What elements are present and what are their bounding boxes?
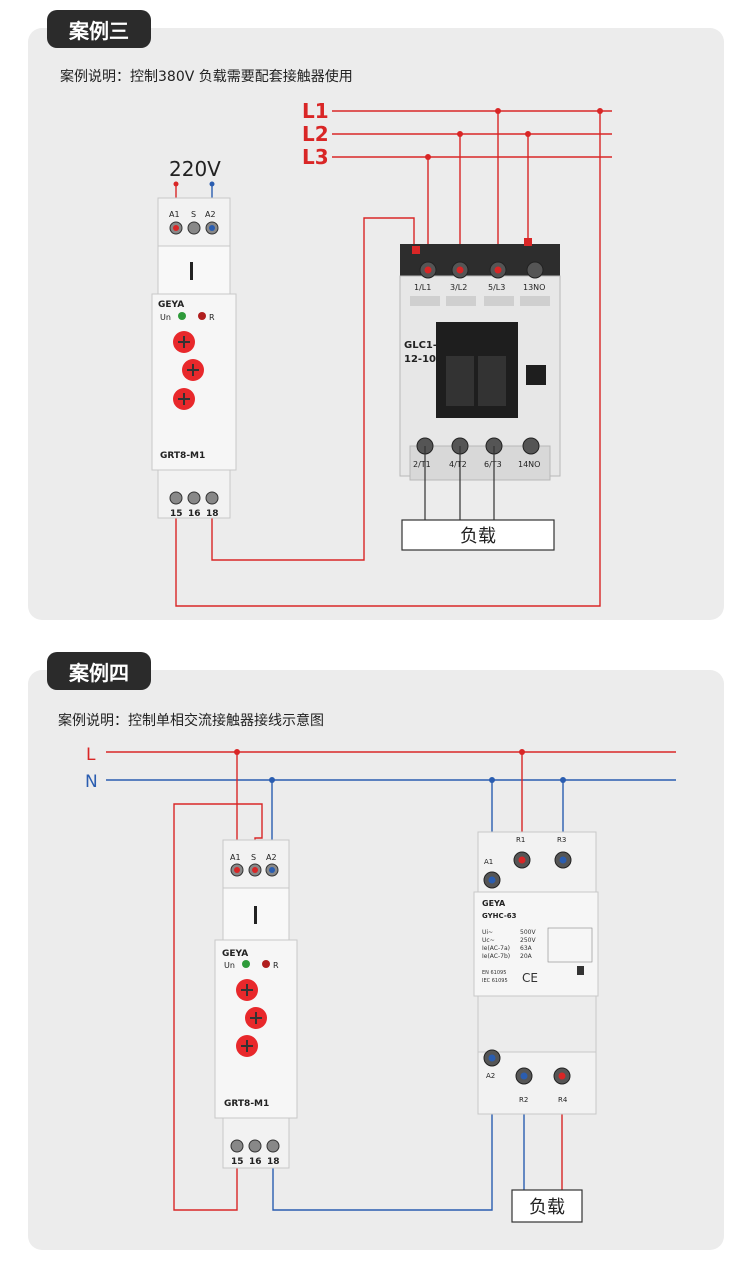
case3-ct-model-1: GLC1- bbox=[404, 340, 437, 351]
case3-line-l3: L3 bbox=[302, 145, 329, 169]
case3-range-dial[interactable] bbox=[173, 331, 195, 353]
case3-ct-term-14no: 14NO bbox=[518, 460, 540, 469]
case3-relay-term-a2: A2 bbox=[205, 210, 216, 219]
case3-relay-brand: GEYA bbox=[158, 300, 184, 310]
case3-relay-un: Un bbox=[160, 313, 171, 322]
case3-relay-term-a1: A1 bbox=[169, 210, 180, 219]
case3-card bbox=[28, 28, 724, 620]
case3-ct-term-3l2: 3/L2 bbox=[450, 283, 467, 292]
case3-voltage: 220V bbox=[169, 157, 221, 181]
case3-timer-relay: A1 S A2 GEYA Un R GRT8-M1 15 16 18 bbox=[151, 197, 237, 519]
case3-relay-term-16: 16 bbox=[188, 509, 201, 519]
case3-relay-term-18: 18 bbox=[206, 509, 219, 519]
case3-load-box bbox=[401, 519, 555, 551]
case3-ct-model-2: 12-10 bbox=[404, 354, 436, 365]
case4-description: 案例说明：控制单相交流接触器接线示意图 bbox=[58, 713, 324, 729]
case3-ct-term-4t2: 4/T2 bbox=[449, 460, 467, 469]
case4-tag: 案例四 bbox=[47, 652, 151, 690]
case3-time-dial[interactable] bbox=[182, 359, 204, 381]
case3-relay-term-s: S bbox=[191, 210, 196, 219]
case3-relay-r: R bbox=[209, 313, 215, 322]
case3-line-l1: L1 bbox=[302, 99, 329, 123]
case3-function-dial[interactable] bbox=[173, 388, 195, 410]
case3-description: 案例说明：控制380V 负载需要配套接触器使用 bbox=[60, 69, 353, 85]
case3-diagram: L1 L2 L3 220V A1 S A2 GEYA Un R bbox=[151, 99, 612, 607]
case3-ct-term-5l3: 5/L3 bbox=[488, 283, 505, 292]
case3-contactor: 1/L1 3/L2 5/L3 13NO GLC1- 12-10 2/T1 4/T… bbox=[399, 238, 561, 481]
case3-ct-term-1l1: 1/L1 bbox=[414, 283, 431, 292]
case3-relay-model: GRT8-M1 bbox=[160, 451, 205, 461]
case3-tag: 案例三 bbox=[47, 10, 151, 48]
case3-load-label: 负载 bbox=[460, 526, 496, 547]
case3-line-l2: L2 bbox=[302, 122, 329, 146]
case3-ct-term-6t3: 6/T3 bbox=[484, 460, 502, 469]
case4-card bbox=[28, 670, 724, 1250]
case3-ct-term-13no: 13NO bbox=[523, 283, 545, 292]
case3-ct-term-2t1: 2/T1 bbox=[413, 460, 431, 469]
case3-relay-term-15: 15 bbox=[170, 509, 183, 519]
